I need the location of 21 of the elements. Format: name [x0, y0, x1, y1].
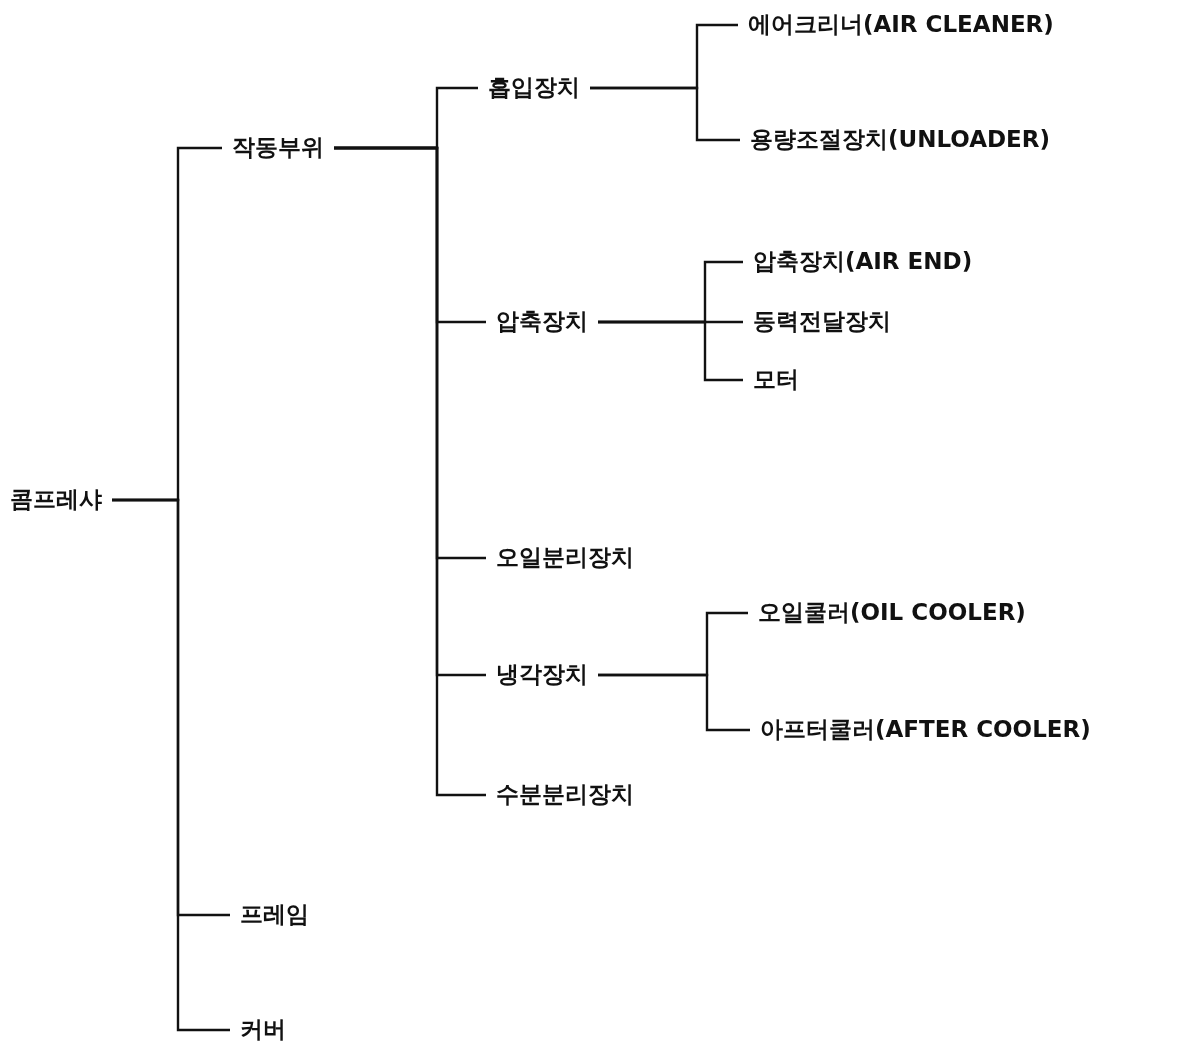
connector-line	[590, 86, 740, 142]
node-label: 커버	[230, 1016, 296, 1044]
connector-line	[598, 320, 743, 382]
node-label: 에어크리너(AIR CLEANER)	[738, 11, 1064, 39]
node-label: 작동부위	[222, 134, 334, 162]
node-label: 흡입장치	[478, 74, 590, 102]
node-label: 용량조절장치(UNLOADER)	[740, 126, 1061, 154]
connector-line	[598, 673, 750, 732]
node-label: 프레임	[230, 901, 319, 929]
node-label: 압축장치	[486, 308, 598, 336]
node-label: 아프터쿨러(AFTER COOLER)	[750, 716, 1101, 744]
node-label: 동력전달장치	[743, 308, 901, 336]
node-label: 압축장치(AIR END)	[743, 248, 983, 276]
node-label: 모터	[743, 366, 809, 394]
connector-line	[112, 498, 230, 1032]
node-label: 콤프레샤	[0, 486, 112, 514]
node-label: 냉각장치	[486, 661, 598, 689]
node-label: 오일쿨러(OIL COOLER)	[748, 599, 1036, 627]
node-label: 수분분리장치	[486, 781, 644, 809]
node-label: 오일분리장치	[486, 544, 644, 572]
connector-line	[334, 146, 486, 797]
